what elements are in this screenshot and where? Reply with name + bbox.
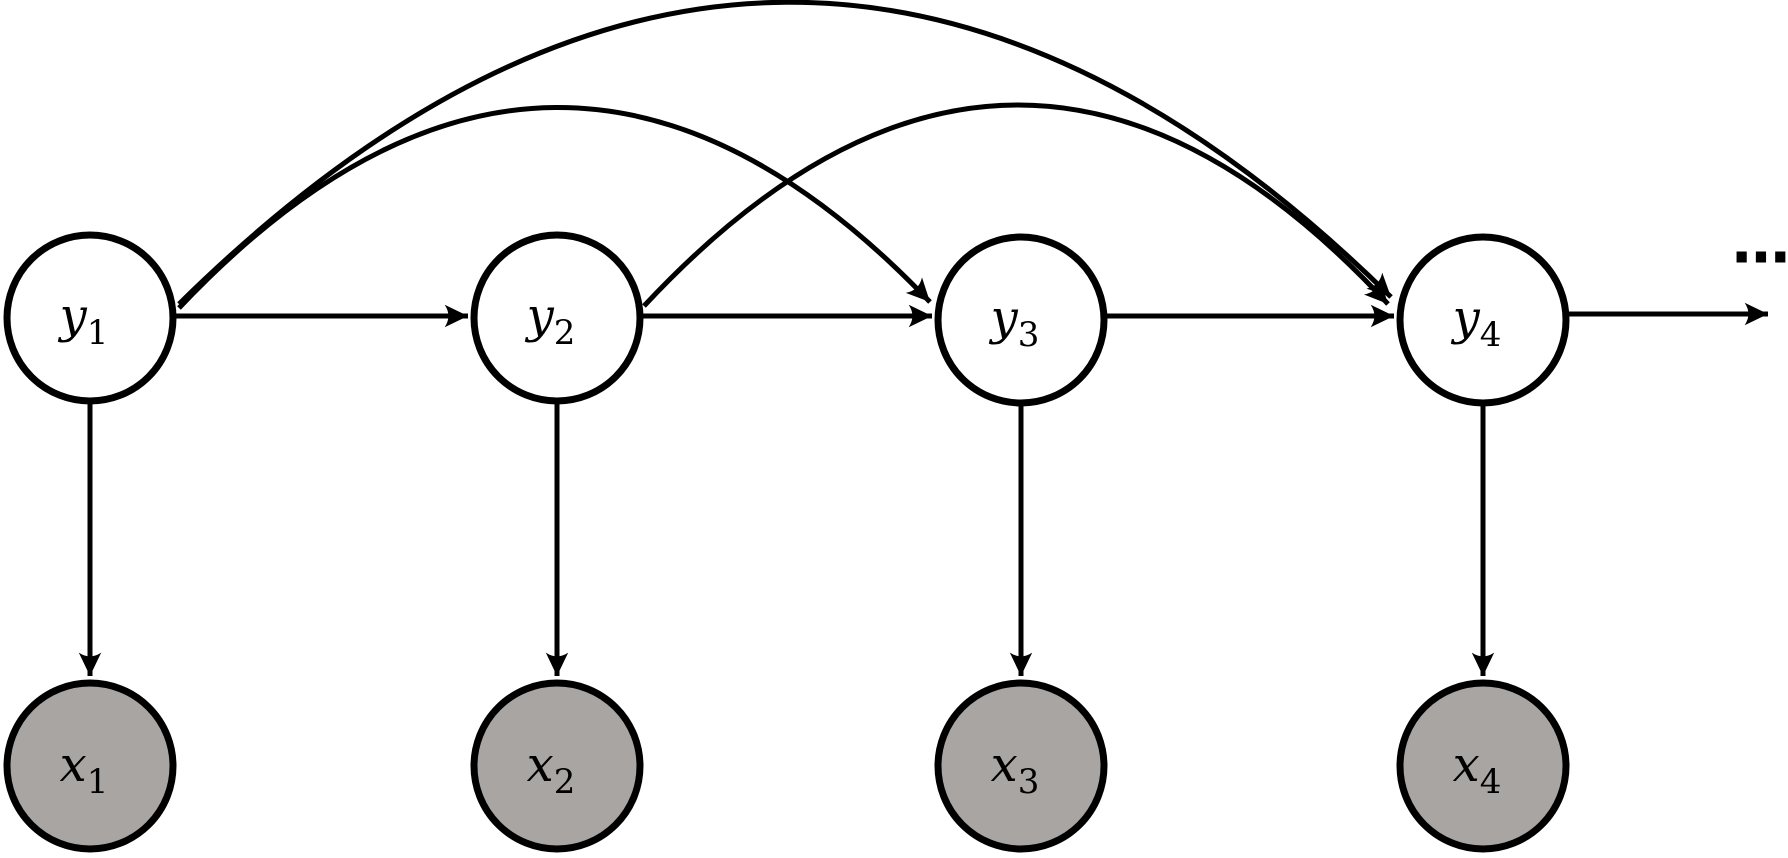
node-x4-label: x4	[1453, 737, 1502, 802]
node-y1-circle	[3, 231, 177, 405]
node-x2-label: x2	[527, 737, 576, 802]
node-x4-circle	[1396, 679, 1570, 853]
node-y3: y3	[934, 233, 1108, 407]
node-y2-circle	[470, 231, 644, 405]
node-x2-circle	[470, 679, 644, 853]
node-y4-label: y4	[1451, 290, 1502, 355]
node-x2: x2	[470, 679, 644, 853]
node-y3-label: y3	[989, 290, 1040, 355]
node-y4: y4	[1396, 233, 1570, 407]
node-x3-circle	[934, 679, 1108, 853]
node-y2: y2	[470, 231, 644, 405]
node-x3-label: x3	[991, 737, 1040, 802]
node-y1-label: y1	[58, 288, 109, 353]
edge-y2-y4-arc	[642, 102, 1390, 308]
node-y4-circle	[1396, 233, 1570, 407]
node-x1-circle	[3, 679, 177, 853]
edge-y1-y3-arc	[177, 105, 932, 310]
node-y3-circle	[934, 233, 1108, 407]
edge-y1-y4-arc	[177, 0, 1393, 306]
node-y1: y1	[3, 231, 177, 405]
node-x1-label: x1	[60, 737, 109, 802]
node-x3: x3	[934, 679, 1108, 853]
node-x1: x1	[3, 679, 177, 853]
node-x4: x4	[1396, 679, 1570, 853]
node-y2-label: y2	[525, 288, 576, 353]
ellipsis: ⋯	[1732, 223, 1788, 291]
